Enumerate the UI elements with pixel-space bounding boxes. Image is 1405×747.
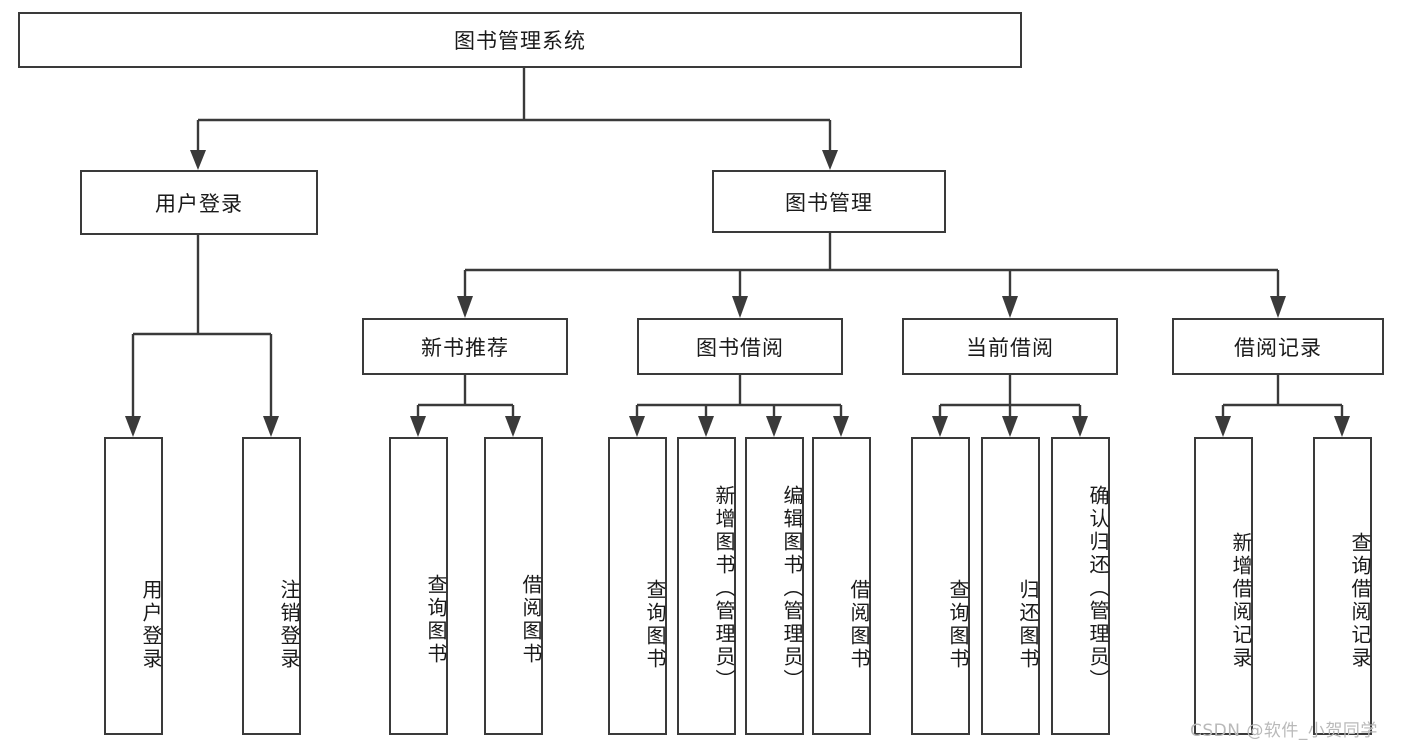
arrowhead-leaf-add-book <box>698 416 714 437</box>
node-current-borrow-label: 当前借阅 <box>966 335 1054 360</box>
node-root[interactable]: 图书管理系统 <box>18 12 1022 68</box>
watermark: CSDN @软件_小贺同学 <box>1190 721 1378 741</box>
node-leaf-edit-book-label: 编辑图书（管理员） <box>780 484 804 692</box>
arrowhead-leaf-add-record <box>1215 416 1231 437</box>
arrowhead-leaf-query-book-1 <box>410 416 426 437</box>
node-leaf-query-book-2-label: 查询图书 <box>643 579 667 671</box>
node-book-borrow[interactable]: 图书借阅 <box>637 318 843 375</box>
arrowhead-leaf-borrow-book-1 <box>505 416 521 437</box>
arrowhead-book-borrow <box>732 296 748 318</box>
node-leaf-query-record[interactable]: 查询借阅记录 <box>1313 437 1372 735</box>
node-leaf-query-book-2[interactable]: 查询图书 <box>608 437 667 735</box>
arrowhead-leaf-borrow-book-2 <box>833 416 849 437</box>
arrowhead-leaf-user-login <box>125 416 141 437</box>
node-book-manage-label: 图书管理 <box>785 190 873 215</box>
node-leaf-user-login-label: 用户登录 <box>139 579 163 671</box>
node-leaf-confirm-return-label: 确认归还（管理员） <box>1086 484 1110 692</box>
node-leaf-confirm-return[interactable]: 确认归还（管理员） <box>1051 437 1110 735</box>
node-leaf-return-book-label: 归还图书 <box>1016 579 1040 671</box>
node-new-book-rec-label: 新书推荐 <box>421 335 509 360</box>
arrowhead-book-manage <box>822 150 838 170</box>
node-borrow-record-label: 借阅记录 <box>1234 335 1322 360</box>
node-leaf-query-book-1[interactable]: 查询图书 <box>389 437 448 735</box>
node-leaf-query-record-label: 查询借阅记录 <box>1348 532 1372 670</box>
node-root-label: 图书管理系统 <box>454 29 586 53</box>
node-leaf-query-book-3-label: 查询图书 <box>946 579 970 671</box>
node-leaf-user-login[interactable]: 用户登录 <box>104 437 163 735</box>
node-new-book-rec[interactable]: 新书推荐 <box>362 318 568 375</box>
arrowhead-leaf-query-book-2 <box>629 416 645 437</box>
arrowhead-leaf-query-book-3 <box>932 416 948 437</box>
arrowhead-leaf-return-book <box>1002 416 1018 437</box>
node-leaf-query-book-3[interactable]: 查询图书 <box>911 437 970 735</box>
node-leaf-add-book-label: 新增图书（管理员） <box>712 484 736 692</box>
node-current-borrow[interactable]: 当前借阅 <box>902 318 1118 375</box>
arrowhead-leaf-query-record <box>1334 416 1350 437</box>
node-leaf-return-book[interactable]: 归还图书 <box>981 437 1040 735</box>
node-leaf-borrow-book-2-label: 借阅图书 <box>847 579 871 671</box>
node-leaf-logout[interactable]: 注销登录 <box>242 437 301 735</box>
node-leaf-edit-book[interactable]: 编辑图书（管理员） <box>745 437 804 735</box>
node-leaf-borrow-book-1[interactable]: 借阅图书 <box>484 437 543 735</box>
node-user-login-label: 用户登录 <box>155 191 243 216</box>
node-leaf-add-book[interactable]: 新增图书（管理员） <box>677 437 736 735</box>
arrowhead-current-borrow <box>1002 296 1018 318</box>
node-leaf-borrow-book-1-label: 借阅图书 <box>519 574 543 666</box>
arrowhead-borrow-record <box>1270 296 1286 318</box>
arrowhead-new-book-rec <box>457 296 473 318</box>
arrowhead-leaf-confirm-return <box>1072 416 1088 437</box>
node-book-manage[interactable]: 图书管理 <box>712 170 946 233</box>
arrowhead-user-login <box>190 150 206 170</box>
node-borrow-record[interactable]: 借阅记录 <box>1172 318 1384 375</box>
node-leaf-borrow-book-2[interactable]: 借阅图书 <box>812 437 871 735</box>
arrowhead-leaf-logout <box>263 416 279 437</box>
node-leaf-query-book-1-label: 查询图书 <box>424 574 448 666</box>
node-book-borrow-label: 图书借阅 <box>696 335 784 360</box>
arrowhead-leaf-edit-book <box>766 416 782 437</box>
node-user-login[interactable]: 用户登录 <box>80 170 318 235</box>
node-leaf-logout-label: 注销登录 <box>277 579 301 671</box>
node-leaf-add-record-label: 新增借阅记录 <box>1229 532 1253 670</box>
node-leaf-add-record[interactable]: 新增借阅记录 <box>1194 437 1253 735</box>
